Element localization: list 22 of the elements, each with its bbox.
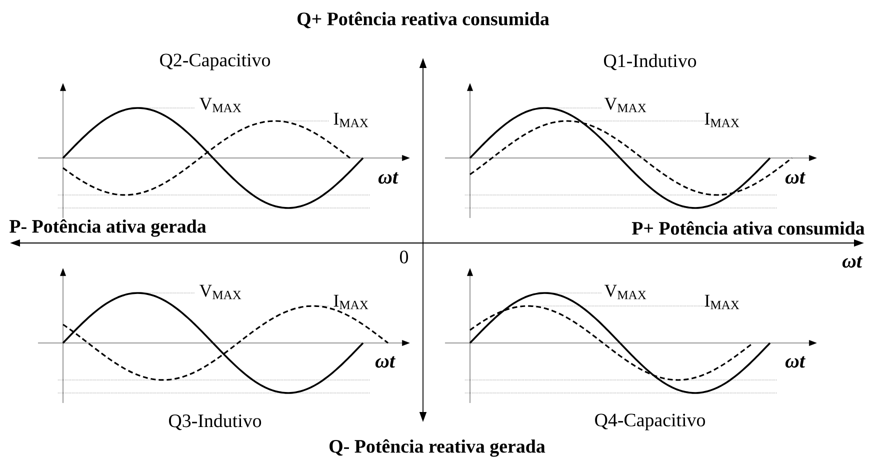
axis-label: P- Potência ativa gerada [10, 219, 206, 237]
peak-label: I$_{MAX}$ [334, 112, 368, 128]
origin-label: 0 [400, 250, 408, 264]
axis-label: ωt [375, 356, 396, 368]
axis-label: ωt [842, 256, 862, 268]
peak-label: I$_{MAX}$ [704, 112, 740, 128]
axis-label: ωt [785, 172, 806, 184]
axis-label: ωt [785, 356, 806, 368]
axis-label: Q+ Potência reativa consumida [298, 12, 550, 28]
axis-label: Q- Potência reativa gerada [330, 439, 546, 457]
quadrant-label: Q1-Indutivo [604, 54, 696, 70]
peak-label: I$_{MAX}$ [704, 294, 740, 310]
quadrant-label: Q4-Capacitivo [595, 414, 705, 430]
quadrant-label: Q3-Indutivo [169, 414, 262, 430]
axis-label: ωt [378, 172, 398, 184]
peak-label: I$_{MAX}$ [334, 294, 368, 310]
peak-label: V$_{MAX}$ [604, 284, 646, 300]
peak-label: V$_{MAX}$ [199, 284, 242, 300]
peak-label: V$_{MAX}$ [199, 98, 242, 112]
peak-label: V$_{MAX}$ [604, 98, 646, 112]
axis-label: P+ Potência ativa consumida [632, 221, 865, 235]
quadrant-label: Q2-Capacitivo [160, 54, 270, 70]
